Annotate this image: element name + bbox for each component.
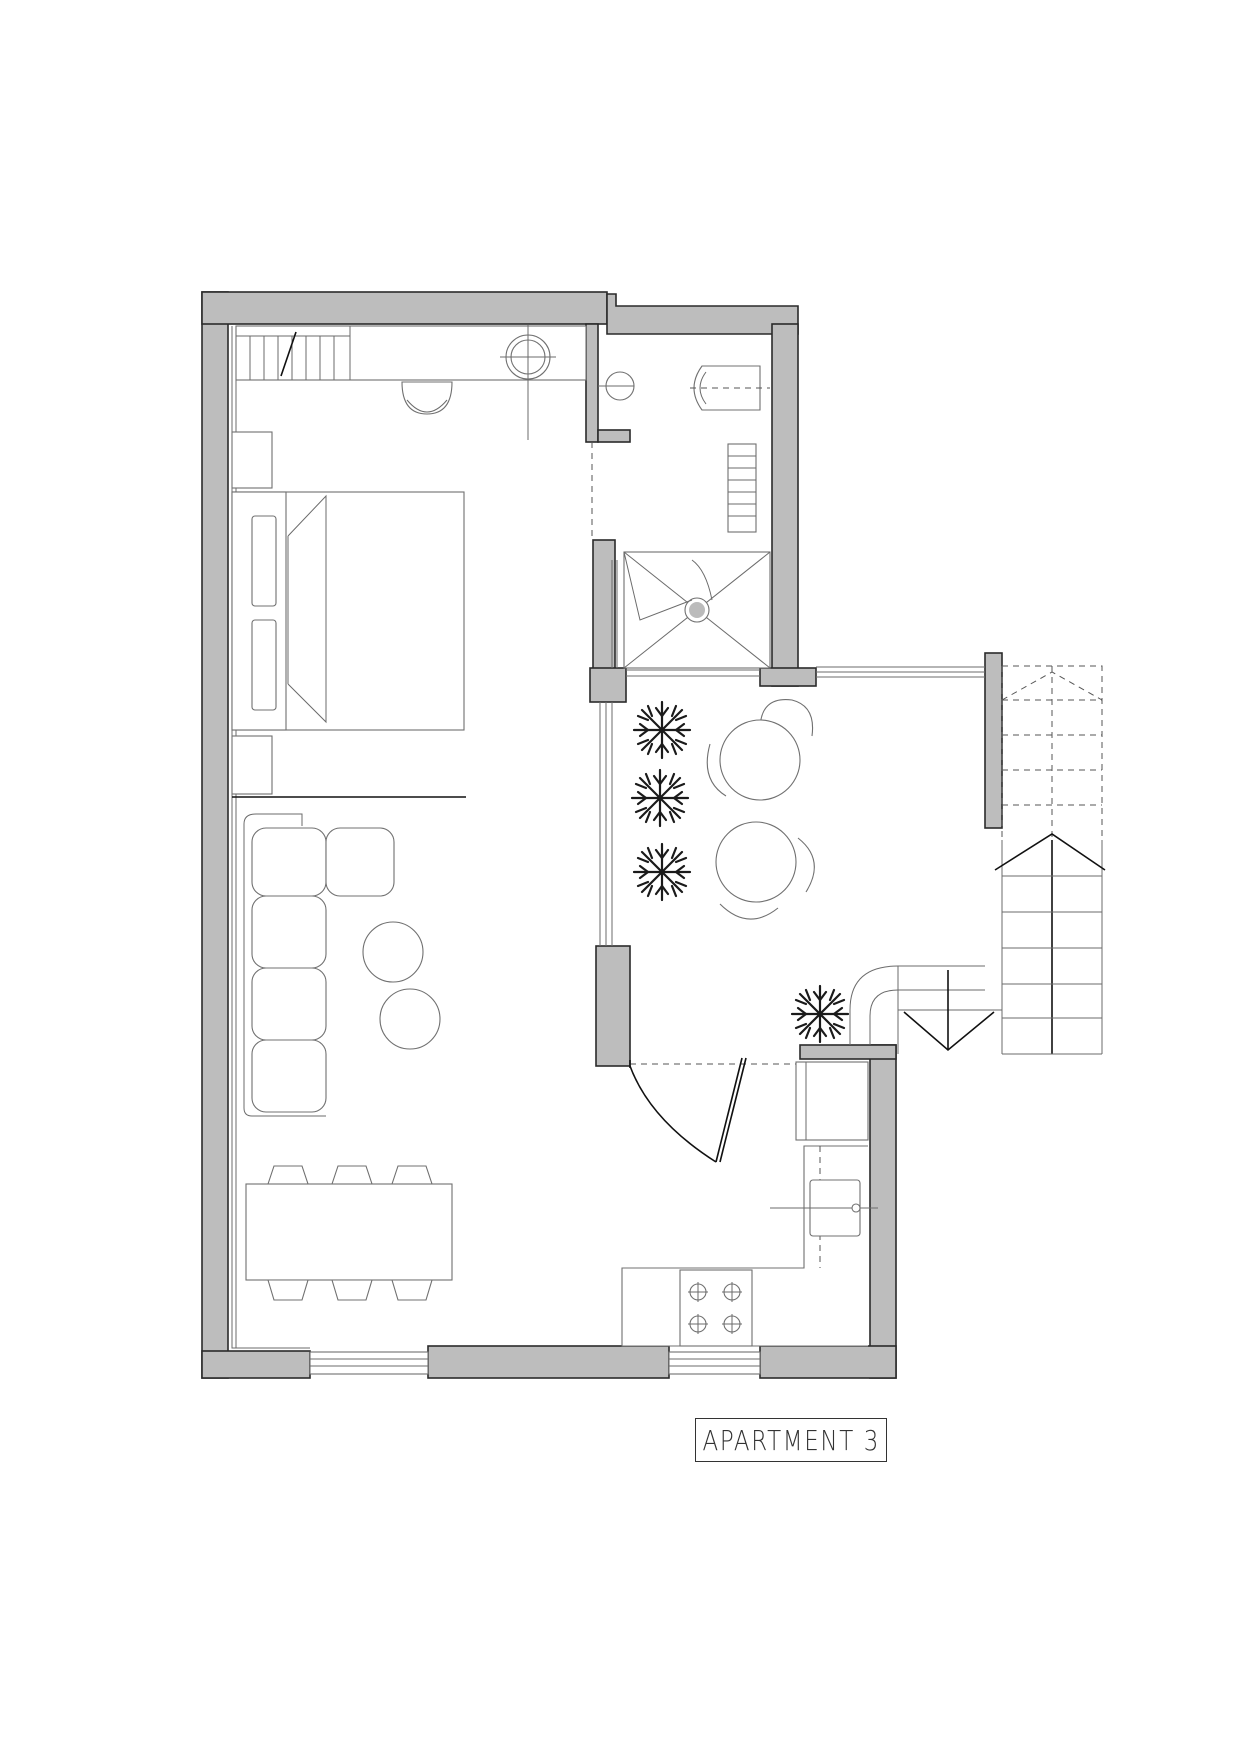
bistro-set-1 <box>706 699 814 801</box>
apartment-label: APARTMENT 3 <box>695 1418 887 1462</box>
coffee-table-2 <box>379 988 441 1050</box>
wall-bottom-left <box>201 1350 311 1379</box>
window-terrace-top <box>816 666 985 678</box>
window-bottom-right <box>668 1351 761 1375</box>
sofa-frame <box>243 813 303 1117</box>
nightstand-top <box>231 431 273 489</box>
dining-table <box>245 1183 453 1281</box>
sofa-cushion-2 <box>325 827 395 897</box>
plant-1 <box>632 700 692 760</box>
walls <box>201 291 1003 1379</box>
wall-kitchen-right <box>869 1044 897 1379</box>
fridge <box>795 1061 869 1141</box>
coffee-table-1 <box>362 921 424 983</box>
bedroom <box>231 431 466 798</box>
windows <box>309 666 985 1375</box>
bistro-set-2 <box>715 821 815 920</box>
wall-bath-left-stub <box>597 429 631 443</box>
staircase <box>897 665 1106 1055</box>
plant-2 <box>630 768 690 828</box>
pillow-bottom <box>251 619 277 711</box>
nightstand-bottom <box>231 735 273 795</box>
window-bottom-left <box>309 1351 429 1375</box>
sofa-cushion-5 <box>251 1039 327 1113</box>
cooktop <box>679 1269 753 1347</box>
radiator <box>727 443 757 533</box>
bathroom <box>591 365 771 669</box>
wall-terrace-post <box>984 652 1003 829</box>
window-shower-bottom <box>626 669 760 677</box>
plant-3 <box>632 842 692 902</box>
apartment-label-text: APARTMENT 3 <box>702 1423 880 1457</box>
window-terrace-left <box>599 702 613 946</box>
wall-bottom-right <box>759 1345 897 1379</box>
desk-chair <box>401 381 453 415</box>
sofa-cushion-4 <box>251 967 327 1041</box>
wall-bottom-mid <box>427 1345 670 1379</box>
wall-shower-left-jamb <box>589 667 627 703</box>
wall-top-main <box>201 291 608 325</box>
sofa-cushion-3 <box>251 895 327 969</box>
wall-left <box>201 291 229 1379</box>
sink <box>770 1179 878 1237</box>
wall-mid-lower <box>595 945 631 1067</box>
water-heater <box>500 325 556 440</box>
pillow-top <box>251 515 277 607</box>
shower-tray <box>623 551 771 669</box>
wall-top-step <box>606 293 799 335</box>
dining-chairs-top <box>267 1165 433 1185</box>
dining-area <box>245 1165 453 1301</box>
wall-bath-right <box>771 323 799 687</box>
sofa-cushion-1 <box>251 827 327 897</box>
dining-chairs-bottom <box>267 1279 433 1301</box>
entrance-door <box>629 1057 800 1163</box>
plant-4 <box>790 984 850 1044</box>
terrace <box>630 699 985 1045</box>
wall-kitchen-top <box>799 1044 897 1060</box>
toilet <box>690 365 770 411</box>
kitchen <box>621 1061 878 1347</box>
wall-bath-right-jamb <box>759 667 817 687</box>
wall-bath-left <box>585 323 599 443</box>
living-area <box>243 813 441 1117</box>
